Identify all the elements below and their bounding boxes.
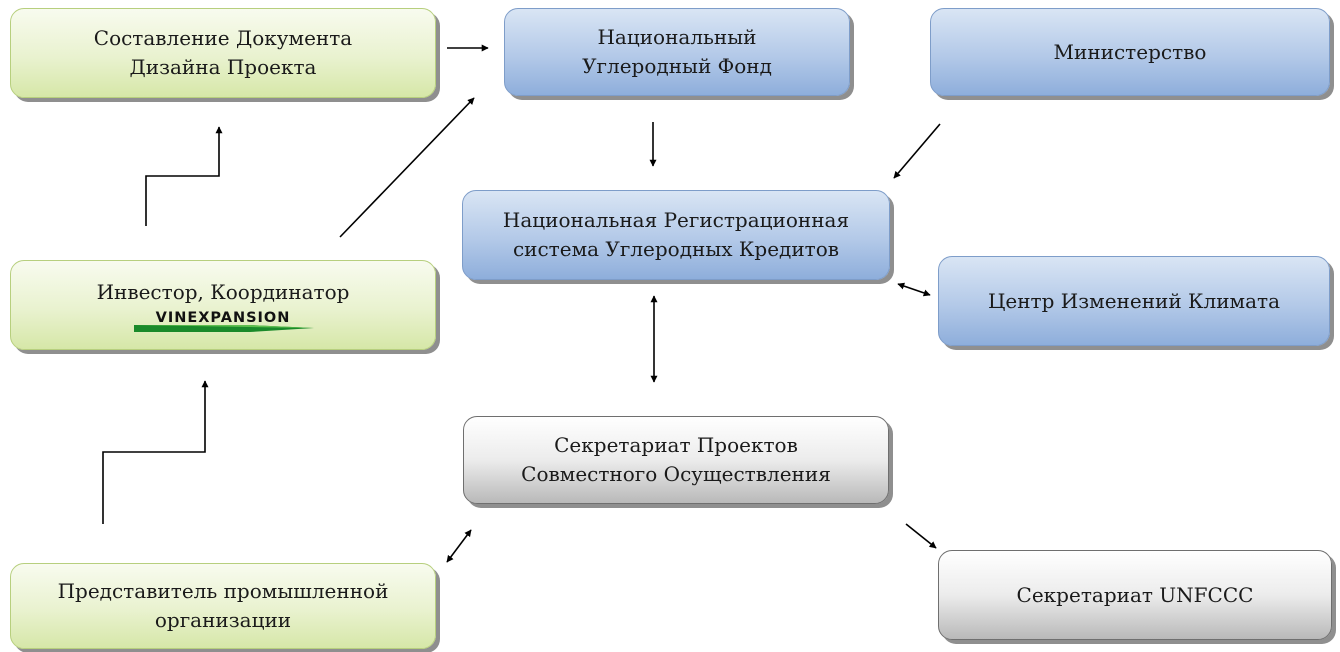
node-unfccc-label: Секретариат UNFCCC	[1016, 582, 1254, 607]
arrow-industry-to-investor	[102, 380, 209, 524]
node-ji-secretariat: Секретариат Проектов Совместного Осущест…	[463, 416, 889, 504]
node-industry-rep: Представитель промышленной организации	[10, 563, 436, 649]
node-registry-line-1: Национальная Регистрационная	[502, 208, 850, 232]
node-industry-rep-line-1: Представитель промышленной	[57, 579, 389, 603]
node-climate-center-label: Центр Изменений Климата	[987, 288, 1281, 313]
node-national-fund: Национальный Углеродный Фонд	[504, 8, 850, 96]
arrow-investor-to-document	[145, 126, 223, 226]
vinexpansion-logo: VINEXPANSION	[132, 310, 314, 332]
node-ministry: Министерство	[930, 8, 1330, 96]
node-ministry-label: Министерство	[1053, 39, 1207, 64]
node-document-design: Составление Документа Дизайна Проекта	[10, 8, 436, 98]
arrow-investor-to-fund	[339, 97, 475, 238]
node-national-fund-line-2: Углеродный Фонд	[582, 54, 772, 78]
node-registry-line-2: система Углеродных Кредитов	[512, 237, 840, 261]
vinexpansion-logo-text: VINEXPANSION	[155, 310, 291, 326]
vinexpansion-logo-highlight	[134, 325, 314, 328]
node-document-design-line-1: Составление Документа	[93, 26, 353, 50]
arrow-ji-secretariat-to-unfccc	[905, 523, 937, 549]
node-unfccc: Секретариат UNFCCC	[938, 550, 1332, 640]
node-ji-secretariat-line-1: Секретариат Проектов	[554, 433, 798, 457]
arrow-ji-secretariat-industry	[446, 529, 472, 563]
node-investor: Инвестор, Координатор VINEXPANSION	[10, 260, 436, 350]
node-industry-rep-line-2: организации	[154, 608, 292, 632]
node-national-fund-line-1: Национальный	[597, 25, 757, 49]
node-climate-center: Центр Изменений Климата	[938, 256, 1330, 346]
node-investor-label: Инвестор, Координатор	[96, 280, 350, 304]
node-document-design-line-2: Дизайна Проекта	[129, 55, 317, 79]
vinexpansion-logo-swoosh	[134, 325, 314, 332]
node-ji-secretariat-line-2: Совместного Осуществления	[521, 462, 831, 486]
arrow-registry-climate-center	[897, 282, 931, 297]
node-registry: Национальная Регистрационная система Угл…	[462, 190, 890, 280]
arrow-ministry-to-registry	[893, 123, 941, 179]
